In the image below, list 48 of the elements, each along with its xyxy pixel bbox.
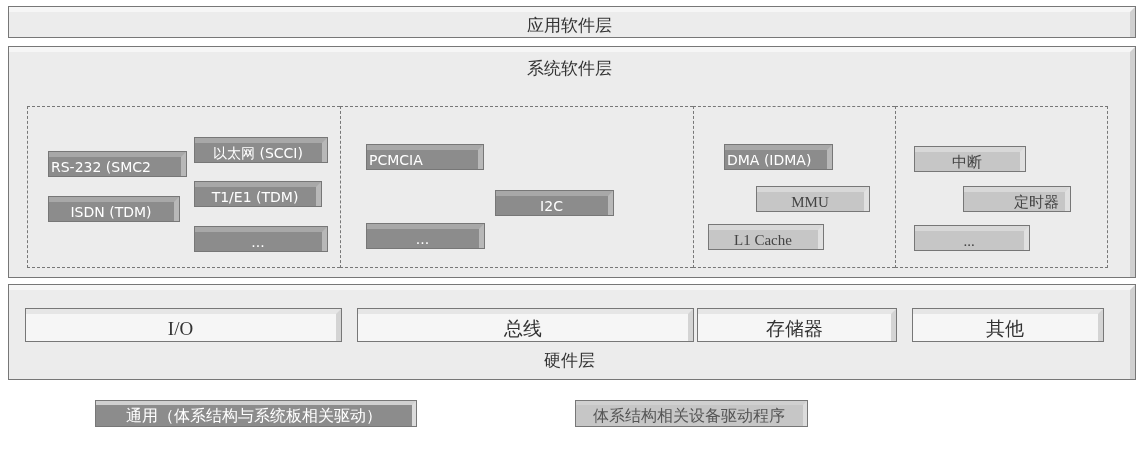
layer-band <box>8 6 1136 38</box>
layer-band <box>8 284 1136 380</box>
hardware-block <box>25 308 342 342</box>
layer-band <box>8 46 1136 278</box>
module-block <box>756 186 870 212</box>
layer-label: 硬件层 <box>542 352 596 369</box>
module-label: T1/E1 (TDM) <box>210 190 300 204</box>
module-block <box>194 226 328 252</box>
module-block <box>366 144 484 170</box>
legend-label: 体系结构相关设备驱动程序 <box>592 408 786 424</box>
module-label: I/O <box>166 318 195 338</box>
layer-label: 系统软件层 <box>525 60 613 77</box>
dashed-group <box>340 106 693 268</box>
hardware-block <box>357 308 694 342</box>
module-label: MMU <box>790 194 830 210</box>
module-label: 定时器 <box>1014 194 1059 210</box>
module-label: 其他 <box>985 318 1025 338</box>
module-block <box>708 224 824 250</box>
module-block <box>48 151 187 177</box>
hardware-block <box>912 308 1104 342</box>
layer-label: 应用软件层 <box>525 16 613 34</box>
module-block <box>963 186 1071 212</box>
dashed-group <box>895 106 1108 268</box>
hardware-block <box>697 308 897 342</box>
module-label: L1 Cache <box>733 232 793 248</box>
module-label: 中断 <box>951 154 983 170</box>
module-block <box>914 146 1026 172</box>
module-block <box>914 225 1030 251</box>
module-block <box>366 223 485 249</box>
module-block <box>194 137 328 163</box>
module-label: I2C <box>539 199 564 213</box>
module-block <box>194 181 322 207</box>
module-block <box>48 196 180 222</box>
module-label: PCMCIA <box>369 153 423 167</box>
module-label: 存储器 <box>764 318 824 338</box>
module-label: 以太网 (SCCI) <box>212 146 304 160</box>
dashed-group <box>693 106 895 268</box>
module-block <box>495 190 614 216</box>
module-label: DMA (IDMA) <box>727 153 812 167</box>
module-label: ... <box>250 235 266 249</box>
module-label: ... <box>414 232 431 246</box>
module-label: 总线 <box>502 318 543 338</box>
dashed-group <box>27 106 340 268</box>
module-label: ... <box>962 233 976 249</box>
module-label: ISDN (TDM) <box>69 205 153 219</box>
module-block <box>724 144 833 170</box>
module-label: RS-232 (SMC2 <box>51 160 151 174</box>
legend-label: 通用（体系结构与系统板相关驱动） <box>124 408 383 424</box>
